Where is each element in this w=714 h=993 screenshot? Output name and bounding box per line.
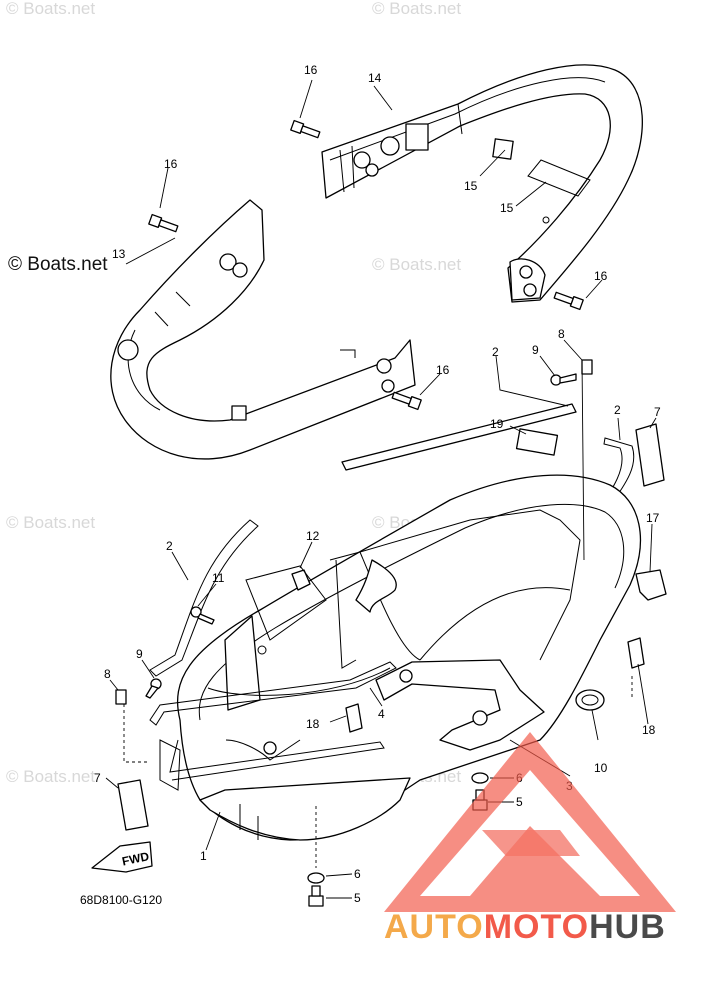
washer-icon [471, 772, 489, 784]
part-1-bottom-cowling [159, 474, 642, 841]
callout-10: 10 [594, 761, 608, 775]
screw-icon [550, 373, 577, 386]
part-18-clips [345, 637, 645, 733]
callout-17: 17 [646, 511, 660, 525]
hook-icon [117, 779, 149, 831]
callout-14: 14 [368, 71, 382, 85]
logo-part-hub: HUB [589, 908, 666, 946]
callout-16: 16 [436, 363, 450, 377]
callout-18: 18 [642, 723, 656, 737]
callout-15: 15 [464, 179, 478, 193]
screw-icon [145, 678, 162, 699]
clip-icon [581, 359, 593, 375]
part-3-bracket [375, 659, 545, 751]
screw-icon [148, 213, 179, 233]
watermark-text: © Boats.net [372, 255, 461, 274]
automotohub-logo [384, 732, 676, 912]
screw-icon [290, 119, 321, 139]
callout-5: 5 [516, 795, 523, 809]
callout-2: 2 [492, 345, 499, 359]
callout-16: 16 [304, 63, 318, 77]
callout-9: 9 [532, 343, 539, 357]
part-19-label [515, 428, 559, 456]
screw-icon [391, 391, 422, 411]
bolt-icon [308, 885, 324, 907]
watermark-text: © Boats.net [372, 0, 461, 18]
callout-8: 8 [558, 327, 565, 341]
clip-icon [345, 703, 363, 733]
logo-wordmark: AUTOMOTOHUB [384, 908, 666, 946]
callout-6: 6 [354, 867, 361, 881]
callout-13: 13 [112, 247, 126, 261]
callout-16: 16 [164, 157, 178, 171]
callout-16: 16 [594, 269, 608, 283]
callout-2: 2 [614, 403, 621, 417]
screws-16 [148, 119, 584, 411]
triangle-logo-icon [384, 732, 676, 912]
callout-5: 5 [354, 891, 361, 905]
callout-19: 19 [490, 417, 504, 431]
callout-15: 15 [500, 201, 514, 215]
part-4-seal [149, 661, 397, 781]
callout-12: 12 [306, 529, 320, 543]
hook-icon [635, 423, 665, 487]
logo-part-auto: AUTO [384, 908, 484, 946]
latch-icon [635, 569, 667, 601]
callout-7: 7 [654, 405, 661, 419]
logo-bar-icon [482, 830, 580, 856]
clip-icon [627, 637, 645, 669]
callout-4: 4 [378, 707, 385, 721]
left-fasteners [115, 606, 215, 705]
screw-icon [190, 606, 215, 625]
callout-9: 9 [136, 647, 143, 661]
logo-part-moto: MOTO [484, 908, 589, 946]
watermark-text: © Boats.net [6, 513, 95, 532]
forward-arrow: FWD [91, 841, 153, 873]
fwd-label: FWD [121, 849, 151, 868]
part-12-clip [245, 565, 327, 641]
callout-18: 18 [306, 717, 320, 731]
callout-labels: 16 14 16 15 15 13 16 8 9 2 16 19 2 7 12 … [94, 63, 661, 905]
watermark-text: © Boats.net [6, 0, 95, 18]
part-7-hooks [117, 423, 665, 831]
clip-icon [291, 569, 311, 591]
part-17-latch [635, 569, 667, 601]
clip-and-screw-upper [550, 359, 593, 386]
watermark-text: © Boats.net [6, 767, 95, 786]
screw-icon [553, 291, 584, 311]
callout-7: 7 [94, 771, 101, 785]
part-13-front-handle [110, 199, 416, 460]
callout-2: 2 [166, 539, 173, 553]
washer-icon [307, 872, 325, 884]
callout-11: 11 [212, 571, 225, 585]
diagram-code: 68D8100-G120 [80, 893, 162, 907]
part-10-grommet [575, 689, 605, 711]
callout-1: 1 [200, 849, 207, 863]
callout-8: 8 [104, 667, 111, 681]
leader-lines [105, 79, 657, 899]
copyright-label: © Boats.net [8, 254, 108, 275]
part-14-rear-handle [321, 64, 643, 303]
clip-icon [115, 689, 127, 705]
